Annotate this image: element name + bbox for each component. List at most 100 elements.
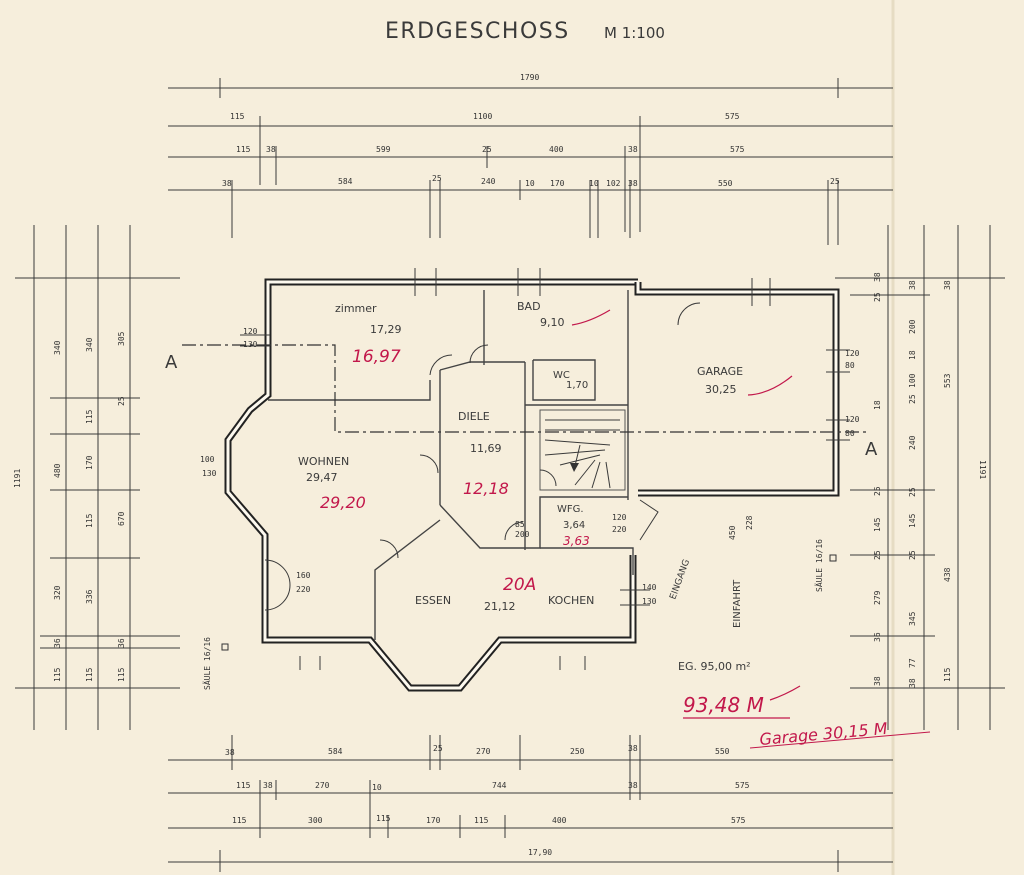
- dim-bot-r1-6: 38: [628, 744, 638, 753]
- dim-right-c1-0: 38: [873, 272, 882, 282]
- dim-right-c2-8: 25: [908, 550, 917, 560]
- dim-bottom-total: 17,90: [528, 848, 552, 857]
- dim-right-c2-2: 18: [908, 350, 917, 360]
- note-garage-underline: [749, 731, 931, 749]
- column-marker-left: [221, 643, 229, 651]
- dim-bot-r3-3: 170: [426, 816, 441, 825]
- open-0: 120: [243, 327, 258, 336]
- room-essen-name: ESSEN: [415, 594, 451, 607]
- plan-title: ERDGESCHOSS: [385, 19, 570, 44]
- dim-right-c3-4: 115: [943, 667, 952, 682]
- right-dimension-chains: [835, 225, 1005, 730]
- room-zimmer-name: zimmer: [335, 302, 377, 315]
- dim-right-c1-8: 38: [873, 676, 882, 686]
- dim-left-c3-1: 25: [117, 396, 126, 406]
- note-total: 93,48 M: [683, 693, 764, 717]
- room-garage-area: 30,25: [705, 383, 737, 396]
- check-mark-total: [769, 685, 801, 701]
- open-9: 200: [515, 530, 530, 539]
- open-1: 130: [243, 340, 258, 349]
- room-bad-area: 9,10: [540, 316, 565, 329]
- open-8: 85: [515, 520, 525, 529]
- open-15: 80: [845, 429, 855, 438]
- dim-bot-r1-0: 38: [225, 748, 235, 757]
- dim-top-r1-2: 575: [725, 112, 740, 121]
- dim-bot-r1-5: 250: [570, 747, 585, 756]
- label-eingang: EINGANG: [668, 558, 692, 601]
- dim-left-c1-2: 320: [53, 585, 62, 600]
- dim-left-c3-0: 305: [117, 331, 126, 346]
- open-4: 160: [296, 571, 311, 580]
- dim-top-r3-3: 240: [481, 177, 496, 186]
- dim-top-r3-7: 102: [606, 179, 621, 188]
- dim-left-c3-2: 670: [117, 511, 126, 526]
- open-17: 228: [745, 515, 754, 530]
- dim-right-c1-1: 25: [873, 292, 882, 302]
- room-bad-name: BAD: [517, 300, 541, 313]
- dim-right-c2-5: 240: [908, 435, 917, 450]
- dim-right-c2-3: 100: [908, 373, 917, 388]
- room-diele-name: DIELE: [458, 410, 490, 423]
- open-11: 220: [612, 525, 627, 534]
- dim-top-r3-5: 170: [550, 179, 565, 188]
- dim-right-c1-6: 279: [873, 590, 882, 605]
- top-dimension-chains: [168, 78, 893, 245]
- dim-bot-r2-0: 115: [236, 781, 251, 790]
- dim-bot-r2-3: 10: [372, 783, 382, 792]
- dim-right-c3-0: 38: [943, 280, 952, 290]
- open-10: 120: [612, 513, 627, 522]
- dim-bot-r3-6: 575: [731, 816, 746, 825]
- open-6: 140: [642, 583, 657, 592]
- dim-left-c2-3: 115: [85, 513, 94, 528]
- dim-right-c1-2: 18: [873, 400, 882, 410]
- dim-bot-r2-5: 38: [628, 781, 638, 790]
- room-wohnen-area: 29,47: [306, 471, 338, 484]
- section-mark-left: A: [165, 352, 178, 373]
- dim-bot-r3-0: 115: [232, 816, 247, 825]
- open-2: 100: [200, 455, 215, 464]
- dim-right-c1-3: 25: [873, 486, 882, 496]
- label-einfahrt: EINFAHRT: [732, 579, 743, 628]
- dim-right-c2-0: 38: [908, 280, 917, 290]
- dim-bot-r2-4: 744: [492, 781, 507, 790]
- open-12: 120: [845, 349, 860, 358]
- window-marks: [240, 268, 850, 670]
- dim-right-c1-5: 25: [873, 550, 882, 560]
- dim-right-c2-1: 200: [908, 319, 917, 334]
- dim-left-c2-5: 115: [85, 667, 94, 682]
- dim-top-r3-2: 25: [432, 174, 442, 183]
- walls: [224, 278, 840, 692]
- room-kochen-area: 21,12: [484, 600, 516, 613]
- opening-dimension-labels: 120 130 100 130 160 220 140 130 85 200 1…: [200, 327, 860, 606]
- dim-right-c3-1: 553: [943, 373, 952, 388]
- dim-left-c1-3: 36: [53, 638, 62, 648]
- dim-bot-r1-7: 550: [715, 747, 730, 756]
- dim-right-c3-3: 438: [943, 567, 952, 582]
- dim-right-c2-11: 38: [908, 678, 917, 688]
- dim-right-c1-4: 145: [873, 517, 882, 532]
- dim-bot-r1-3: 270: [476, 747, 491, 756]
- left-dimension-chains: [15, 225, 180, 730]
- room-diele-note: 12,18: [463, 479, 509, 498]
- staircase: [539, 409, 626, 491]
- dim-top-r3-8: 38: [628, 179, 638, 188]
- dim-top-r3-0: 38: [222, 179, 232, 188]
- room-wc-area: 1,70: [566, 380, 588, 391]
- dim-left-c1-1: 480: [53, 463, 62, 478]
- open-3: 130: [202, 469, 217, 478]
- room-wohnen-note: 29,20: [320, 493, 366, 512]
- open-7: 130: [642, 597, 657, 606]
- dim-bot-r3-5: 400: [552, 816, 567, 825]
- dim-left-c2-4: 336: [85, 589, 94, 604]
- door-swings: [264, 302, 701, 611]
- dim-top-r3-6: 10: [589, 179, 599, 188]
- room-zimmer-area: 17,29: [370, 323, 402, 336]
- dim-top-r2-0: 115: [236, 145, 251, 154]
- dim-bot-r3-2: 115: [376, 814, 391, 823]
- room-kochen-note: 20A: [503, 575, 536, 595]
- dim-bot-r3-4: 115: [474, 816, 489, 825]
- dim-bot-r2-1: 38: [263, 781, 273, 790]
- dim-top-r2-1: 38: [266, 145, 276, 154]
- check-mark-bad: [571, 309, 611, 326]
